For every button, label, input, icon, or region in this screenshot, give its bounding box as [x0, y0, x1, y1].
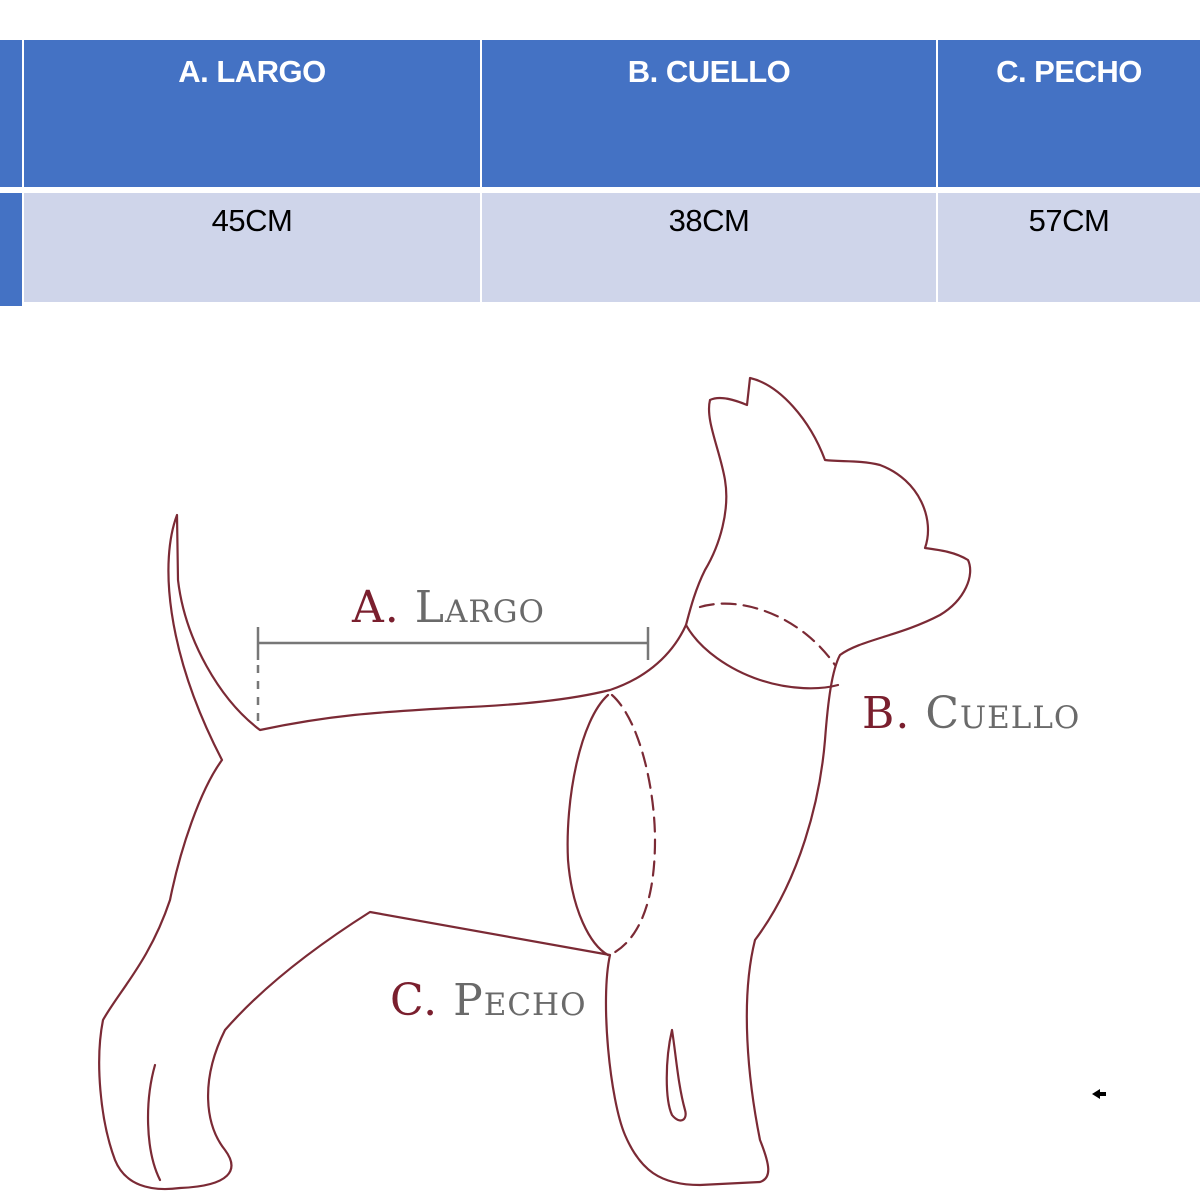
value-cuello: 38CM — [482, 193, 936, 302]
label-largo: A. Largo — [352, 582, 545, 633]
header-largo: A. LARGO — [24, 40, 480, 187]
front-leg-line — [665, 1028, 687, 1122]
label-letter: A. — [352, 582, 400, 633]
row-header-cell — [0, 40, 22, 187]
label-cuello: B. Cuello — [862, 688, 1080, 739]
row-header-cell — [0, 193, 22, 306]
length-measure-icon — [256, 627, 650, 725]
cursor-arrow-icon — [1092, 1089, 1106, 1099]
label-word: Cuello — [925, 688, 1081, 739]
label-letter: B. — [862, 688, 911, 739]
chest-dashed-icon — [608, 693, 657, 957]
label-pecho: C. Pecho — [390, 975, 587, 1026]
collar-dashed-icon — [698, 602, 837, 667]
hind-leg-line — [146, 1063, 162, 1182]
chest-ellipse — [566, 693, 610, 957]
collar-line — [684, 623, 840, 690]
header-cuello: B. CUELLO — [482, 40, 936, 187]
label-letter: C. — [390, 975, 439, 1026]
dog-outline — [98, 376, 972, 1191]
label-word: Pecho — [453, 975, 587, 1026]
value-largo: 45CM — [24, 193, 480, 302]
label-word: Largo — [414, 582, 545, 633]
value-pecho: 57CM — [938, 193, 1200, 302]
header-pecho: C. PECHO — [938, 40, 1200, 187]
